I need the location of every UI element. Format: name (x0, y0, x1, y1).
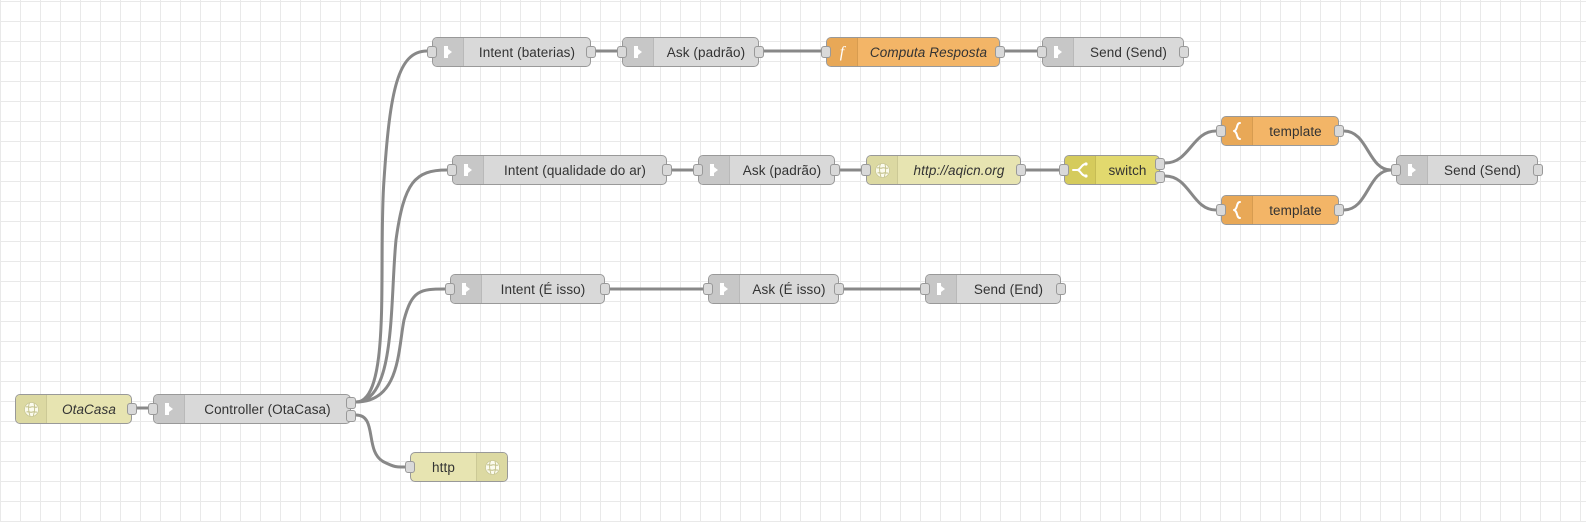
node-input-port[interactable] (1391, 164, 1401, 176)
node-output-port-0[interactable] (346, 397, 356, 409)
node-template-2[interactable]: template (1216, 195, 1344, 225)
globe-icon (16, 395, 47, 423)
globe-icon (476, 453, 507, 481)
arrow-right-icon (451, 275, 482, 303)
node-input-port[interactable] (148, 403, 158, 415)
brace-icon (1222, 196, 1253, 224)
node-input-port[interactable] (861, 164, 871, 176)
node-input-port[interactable] (703, 283, 713, 295)
wire-switch-template2 (1163, 174, 1218, 212)
arrow-right-icon (926, 275, 957, 303)
node-label: Intent (baterias) (478, 44, 576, 60)
node-label: OtaCasa (62, 401, 116, 417)
node-template-1[interactable]: template (1216, 116, 1344, 146)
node-output-port-0[interactable] (1056, 283, 1066, 295)
arrow-right-icon (453, 156, 484, 184)
node-ask-padrao-2[interactable]: Ask (padrão) (693, 155, 840, 185)
node-controller[interactable]: Controller (OtaCasa) (148, 394, 356, 424)
arrow-right-icon (623, 38, 654, 66)
wire-template1-send (1342, 129, 1393, 172)
node-intent-baterias[interactable]: Intent (baterias) (427, 37, 596, 67)
node-input-port[interactable] (617, 46, 627, 58)
arrow-right-icon (1043, 38, 1074, 66)
node-input-port[interactable] (427, 46, 437, 58)
node-input-port[interactable] (693, 164, 703, 176)
node-output-port-0[interactable] (1334, 125, 1344, 137)
node-input-port[interactable] (445, 283, 455, 295)
node-label: Ask (padrão) (742, 162, 822, 178)
node-label: http://aqicn.org (913, 162, 1005, 178)
svg-text:f: f (840, 44, 847, 61)
node-output-port-0[interactable] (834, 283, 844, 295)
node-output-port-0[interactable] (662, 164, 672, 176)
function-icon: f (827, 38, 858, 66)
node-input-port[interactable] (1216, 204, 1226, 216)
node-send-send-1[interactable]: Send (Send) (1037, 37, 1189, 67)
node-output-port-0[interactable] (1533, 164, 1543, 176)
node-output-port-0[interactable] (1334, 204, 1344, 216)
arrow-right-icon (433, 38, 464, 66)
node-output-port-0[interactable] (600, 283, 610, 295)
node-label: switch (1108, 162, 1147, 178)
node-label: Send (Send) (1444, 162, 1521, 178)
wire-switch-template1 (1163, 129, 1218, 165)
node-send-send-2[interactable]: Send (Send) (1391, 155, 1543, 185)
wire-controller-intent-baterias (354, 49, 429, 404)
node-label: Intent (qualidade do ar) (504, 162, 646, 178)
node-label: template (1269, 202, 1322, 218)
wire-controller-http-out (354, 413, 407, 469)
brace-icon (1222, 117, 1253, 145)
node-http-out[interactable]: http (405, 452, 508, 482)
node-computa-resposta[interactable]: f Computa Resposta (821, 37, 1005, 67)
arrow-right-icon (1397, 156, 1428, 184)
wire-controller-intent-qualidade (354, 168, 449, 404)
node-label: Intent (É isso) (500, 281, 586, 297)
node-output-port-0[interactable] (1016, 164, 1026, 176)
node-label: Ask (É isso) (752, 281, 826, 297)
node-intent-qualidade[interactable]: Intent (qualidade do ar) (447, 155, 672, 185)
node-input-port[interactable] (920, 283, 930, 295)
node-output-port-1[interactable] (1155, 171, 1165, 183)
node-output-port-0[interactable] (754, 46, 764, 58)
node-input-port[interactable] (1037, 46, 1047, 58)
wire-controller-intent-eisso (354, 287, 447, 404)
node-output-port-0[interactable] (1155, 158, 1165, 170)
node-label: Computa Resposta (869, 44, 988, 60)
node-label: http (432, 459, 455, 475)
node-http-aqicn[interactable]: http://aqicn.org (861, 155, 1026, 185)
node-label: template (1269, 123, 1322, 139)
node-output-port-0[interactable] (586, 46, 596, 58)
node-input-port[interactable] (405, 461, 415, 473)
arrow-right-icon (699, 156, 730, 184)
node-label: Controller (OtaCasa) (204, 401, 331, 417)
arrow-right-icon (154, 395, 185, 423)
node-label: Send (End) (973, 281, 1044, 297)
node-output-port-0[interactable] (830, 164, 840, 176)
node-switch[interactable]: switch (1059, 155, 1165, 185)
node-intent-e-isso[interactable]: Intent (É isso) (445, 274, 610, 304)
node-output-port-0[interactable] (1179, 46, 1189, 58)
node-ask-e-isso[interactable]: Ask (É isso) (703, 274, 844, 304)
node-ask-padrao-1[interactable]: Ask (padrão) (617, 37, 764, 67)
node-output-port-0[interactable] (127, 403, 137, 415)
node-input-port[interactable] (1216, 125, 1226, 137)
node-input-port[interactable] (1059, 164, 1069, 176)
arrow-right-icon (709, 275, 740, 303)
node-send-end[interactable]: Send (End) (920, 274, 1066, 304)
node-label: Send (Send) (1090, 44, 1167, 60)
node-otacasa[interactable]: OtaCasa (15, 394, 137, 424)
node-output-port-0[interactable] (995, 46, 1005, 58)
node-output-port-1[interactable] (346, 410, 356, 422)
globe-icon (867, 156, 898, 184)
wire-template2-send (1342, 168, 1393, 212)
node-input-port[interactable] (447, 164, 457, 176)
switch-icon (1065, 156, 1096, 184)
node-input-port[interactable] (821, 46, 831, 58)
node-label: Ask (padrão) (666, 44, 746, 60)
